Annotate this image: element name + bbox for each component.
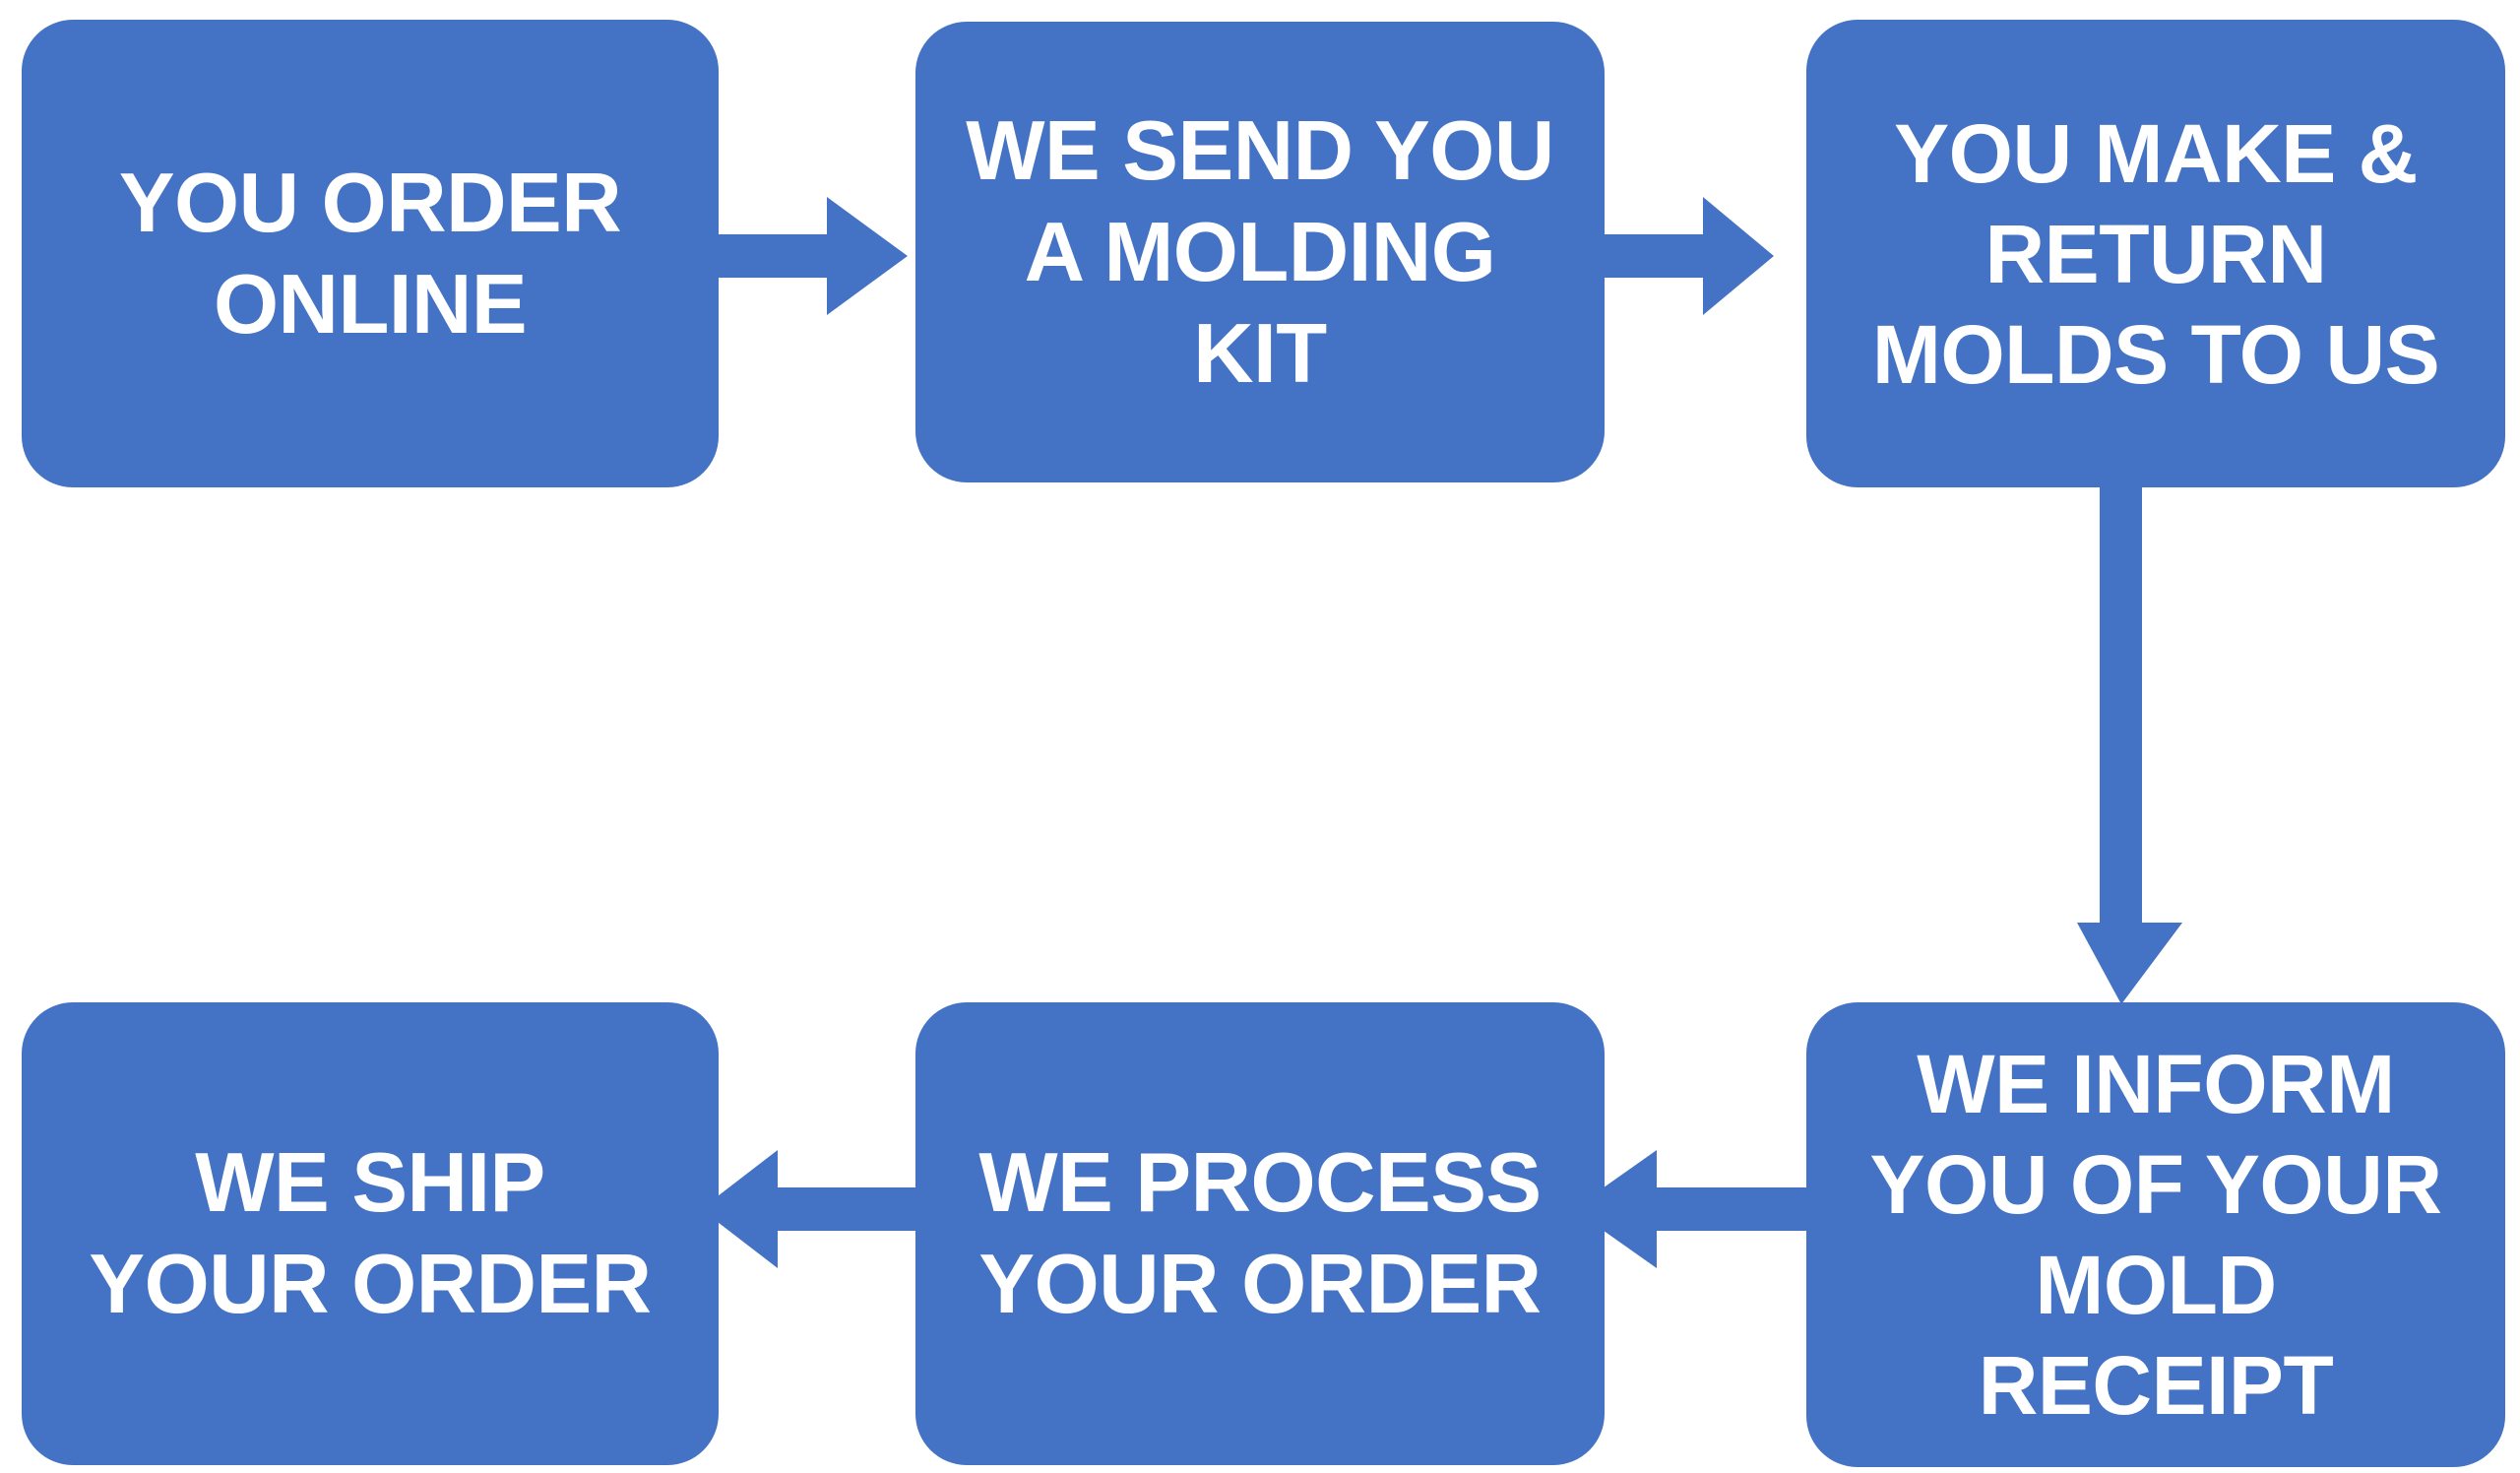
flow-node-label: WE SEND YOU A MOLDING KIT: [966, 103, 1554, 401]
arrow-make-return-to-inform-receipt: [2077, 478, 2205, 1004]
flow-node-label: WE SHIP YOUR ORDER: [89, 1136, 652, 1331]
flow-node-order-online[interactable]: YOU ORDER ONLINE: [22, 20, 719, 487]
flow-node-label: YOU MAKE & RETURN MOLDS TO US: [1871, 106, 2440, 401]
flow-node-ship-order[interactable]: WE SHIP YOUR ORDER: [22, 1002, 719, 1465]
flow-node-label: WE PROCESS YOUR ORDER: [978, 1136, 1542, 1331]
flow-node-send-kit[interactable]: WE SEND YOU A MOLDING KIT: [915, 22, 1605, 482]
arrow-process-order-to-ship-order: [701, 1150, 922, 1268]
flow-node-inform-receipt[interactable]: WE INFORM YOU OF YOUR MOLD RECEIPT: [1806, 1002, 2505, 1467]
arrow-inform-receipt-to-process-order: [1573, 1150, 1814, 1268]
flow-node-make-return[interactable]: YOU MAKE & RETURN MOLDS TO US: [1806, 20, 2505, 487]
flow-node-label: YOU ORDER ONLINE: [118, 156, 622, 352]
arrow-order-online-to-send-kit: [701, 197, 908, 315]
flow-node-label: WE INFORM YOU OF YOUR MOLD RECEIPT: [1869, 1038, 2442, 1432]
arrow-send-kit-to-make-return: [1595, 197, 1774, 315]
flow-node-process-order[interactable]: WE PROCESS YOUR ORDER: [915, 1002, 1605, 1465]
